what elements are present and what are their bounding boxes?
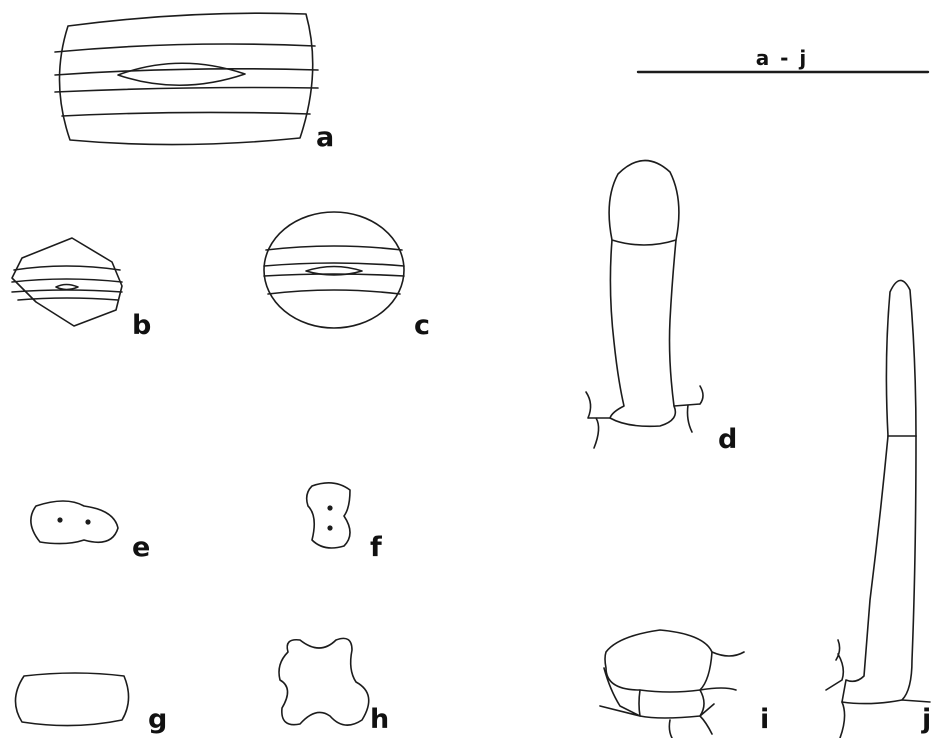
- figure-f-label: f: [370, 532, 382, 563]
- figure-g: g: [15, 673, 167, 735]
- figure-a-slit: [118, 63, 245, 85]
- figure-j-basal-cell: [842, 436, 916, 704]
- figure-c: c: [264, 212, 430, 341]
- figure-a: a: [55, 13, 334, 153]
- scale-bar-group: a - j: [638, 46, 928, 72]
- figure-a-band-upper-inner: [55, 69, 318, 75]
- figure-i-label: i: [760, 704, 769, 735]
- figure-i-top-cell: [605, 630, 712, 692]
- figure-e-label: e: [132, 532, 150, 563]
- figure-a-band-upper: [55, 44, 315, 52]
- figure-i: i: [600, 630, 769, 738]
- figure-f: f: [307, 483, 382, 563]
- figure-j-base-lines: [826, 640, 930, 738]
- figure-b-band-3: [12, 290, 122, 292]
- figure-h: h: [279, 638, 389, 735]
- figure-e-dot-2: [85, 519, 90, 524]
- figure-d-basal-cell: [610, 240, 676, 426]
- figure-i-lower-cell: [639, 690, 704, 718]
- figure-j-label: j: [921, 704, 931, 735]
- figure-a-band-lower: [62, 112, 310, 116]
- figure-a-outline: [59, 13, 312, 144]
- figure-g-outline: [15, 673, 128, 726]
- figure-c-label: c: [414, 310, 430, 341]
- figure-d-base-left: [586, 392, 610, 448]
- figure-c-outline: [264, 212, 404, 328]
- figure-d-apical-cell: [609, 160, 679, 245]
- figure-d: d: [586, 160, 737, 455]
- figure-c-band-4: [268, 290, 400, 294]
- figure-b-band-1: [14, 266, 120, 270]
- figure-b-slit: [56, 285, 78, 290]
- figure-b: b: [12, 238, 151, 341]
- figure-b-outline: [12, 238, 122, 326]
- figure-b-band-2: [12, 279, 122, 282]
- figure-b-label: b: [132, 310, 151, 341]
- figure-j: j: [826, 280, 931, 738]
- figure-i-base-lines: [600, 652, 744, 738]
- figure-a-band-lower-inner: [55, 88, 318, 93]
- figure-b-band-4: [18, 298, 118, 300]
- figure-g-label: g: [148, 704, 167, 735]
- figure-e-outline: [31, 501, 118, 544]
- figure-f-dot-1: [327, 505, 332, 510]
- figure-h-label: h: [370, 704, 389, 735]
- figure-d-label: d: [718, 424, 737, 455]
- figure-e-dot-1: [57, 517, 62, 522]
- figure-h-outline: [279, 638, 369, 725]
- figure-e: e: [31, 501, 150, 563]
- figure-j-apical-cell: [886, 280, 916, 436]
- scale-bar-label: a - j: [756, 46, 809, 70]
- figure-c-band-2: [264, 263, 404, 266]
- figure-f-outline: [307, 483, 350, 548]
- figure-f-dot-2: [327, 525, 332, 530]
- figure-c-band-1: [266, 246, 402, 250]
- figure-a-label: a: [316, 122, 334, 153]
- figure-d-base-right: [674, 386, 703, 432]
